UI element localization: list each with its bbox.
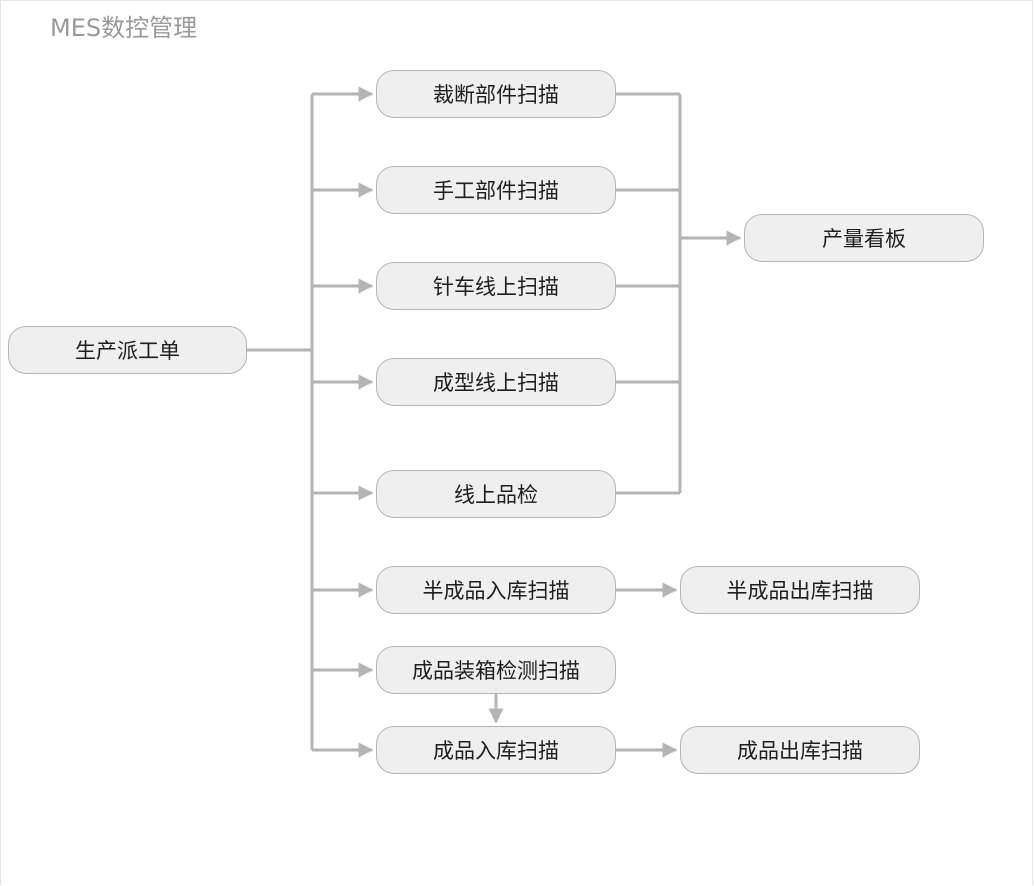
- node-semi-out-scan: 半成品出库扫描: [680, 566, 920, 614]
- node-inline-qc: 线上品检: [376, 470, 616, 518]
- node-forming-scan: 成型线上扫描: [376, 358, 616, 406]
- node-sewing-scan: 针车线上扫描: [376, 262, 616, 310]
- node-box-inspect-scan: 成品装箱检测扫描: [376, 646, 616, 694]
- node-fg-out-scan: 成品出库扫描: [680, 726, 920, 774]
- node-dispatch: 生产派工单: [8, 326, 247, 374]
- node-semi-in-scan: 半成品入库扫描: [376, 566, 616, 614]
- diagram-title: MES数控管理: [50, 14, 198, 42]
- node-cut-scan: 裁断部件扫描: [376, 70, 616, 118]
- node-output-board: 产量看板: [744, 214, 984, 262]
- node-fg-in-scan: 成品入库扫描: [376, 726, 616, 774]
- node-manual-scan: 手工部件扫描: [376, 166, 616, 214]
